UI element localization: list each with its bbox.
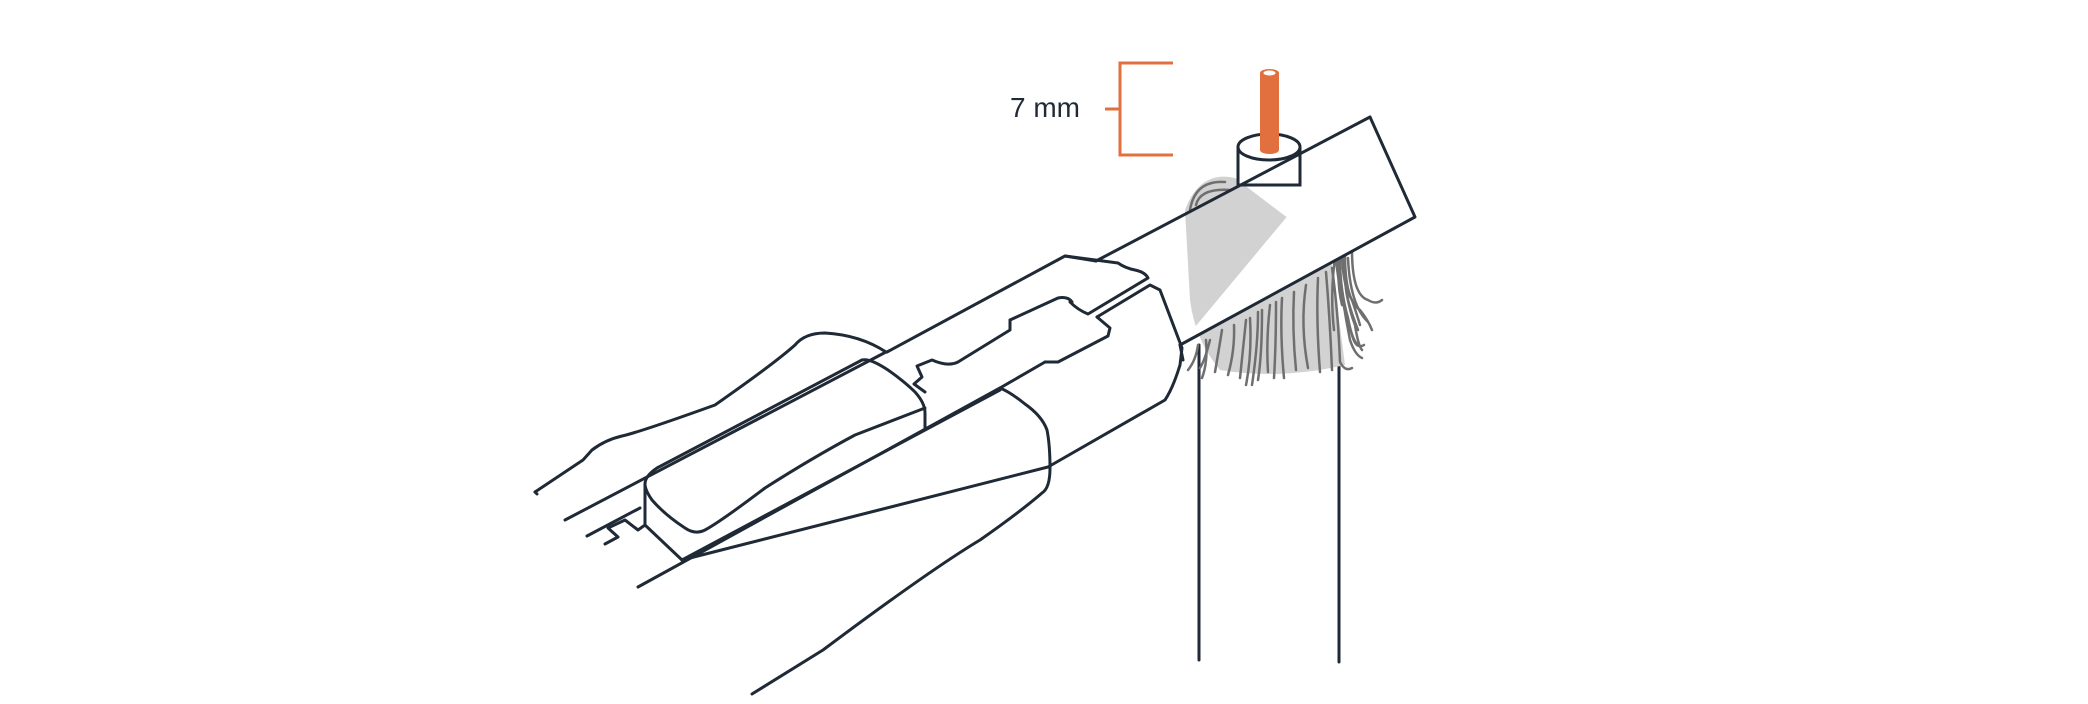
stripped-wire-icon (1260, 69, 1279, 154)
cable-outline (1197, 343, 1341, 664)
measurement-bracket (1105, 61, 1173, 157)
measurement-label: 7 mm (1010, 92, 1080, 123)
wire-stripper-icon (533, 115, 1417, 696)
